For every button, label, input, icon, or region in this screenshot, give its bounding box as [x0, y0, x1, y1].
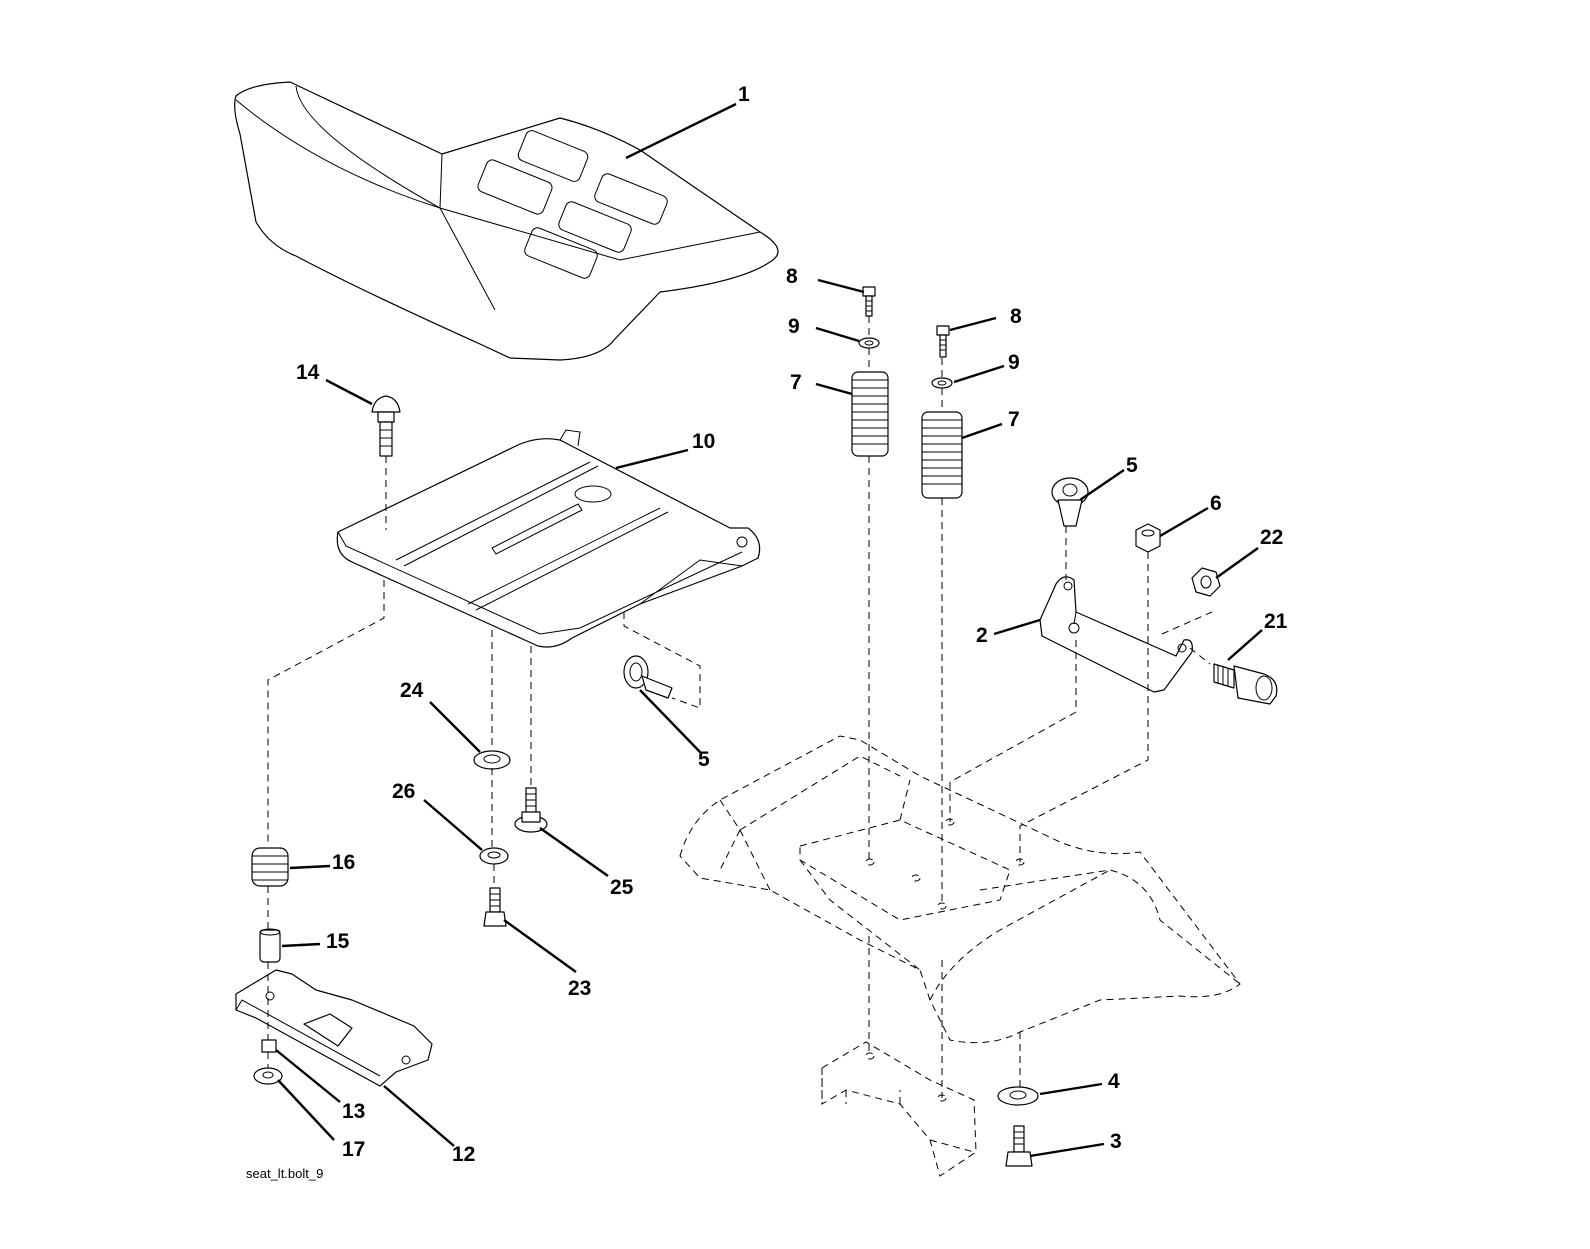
washer-9-left: [858, 337, 880, 349]
callout-12: 12: [452, 1143, 475, 1166]
callout-8-right: 8: [1010, 305, 1022, 328]
diagram-caption: seat_lt.bolt_9: [246, 1166, 323, 1181]
pivot-bracket-12: [235, 969, 433, 1087]
bolt-23: [483, 887, 507, 927]
fender-frame-outline: [679, 735, 1241, 1177]
callout-16: 16: [332, 851, 355, 874]
nut-6: [1135, 523, 1161, 553]
clip-5-upper: [1051, 477, 1089, 527]
shoulder-bolt-21: [1213, 663, 1278, 705]
callout-2: 2: [976, 624, 988, 647]
callout-9-left: 9: [788, 315, 800, 338]
callout-7-left: 7: [790, 371, 802, 394]
callout-9-right: 9: [1008, 351, 1020, 374]
bolt-25: [514, 787, 548, 833]
bolt-3: [1005, 1125, 1033, 1167]
callout-22: 22: [1260, 526, 1283, 549]
bolt-8-right: [936, 325, 950, 358]
callout-8-left: 8: [786, 265, 798, 288]
callout-numbers: 1 2 3 4 5 5 6 7 7 8 8 9 9 10 12 13 14 15…: [296, 83, 1288, 1166]
callout-6: 6: [1210, 492, 1222, 515]
callout-7-right: 7: [1008, 408, 1020, 431]
clip-5-lower: [623, 655, 673, 699]
spring-7-right: [921, 411, 963, 499]
seat-part: [234, 81, 779, 361]
callout-5-lower: 5: [698, 748, 710, 771]
callout-14: 14: [296, 361, 320, 384]
washer-24: [473, 750, 511, 770]
washer-9-right: [931, 377, 953, 389]
callout-3: 3: [1110, 1130, 1122, 1153]
callout-5-upper: 5: [1126, 454, 1138, 477]
callout-26: 26: [392, 780, 415, 803]
callout-10: 10: [692, 430, 715, 453]
washer-4: [997, 1086, 1039, 1106]
seat-pan-part: [336, 429, 761, 648]
callout-17: 17: [342, 1138, 365, 1161]
callout-21: 21: [1264, 610, 1288, 633]
flange-nut-17: [253, 1067, 283, 1085]
carriage-bolt-14: [371, 395, 401, 457]
assembly-dash-lines: [267, 316, 1213, 1098]
leader-lines: [275, 102, 1263, 1158]
callout-13: 13: [342, 1100, 365, 1123]
callout-24: 24: [400, 679, 424, 702]
nut-13: [261, 1039, 277, 1053]
nut-22: [1191, 567, 1221, 597]
spring-7-left: [851, 371, 889, 457]
callout-25: 25: [610, 876, 634, 899]
callout-15: 15: [326, 930, 350, 953]
callout-23: 23: [568, 977, 591, 1000]
spacer-15: [259, 928, 281, 963]
bolt-8-left: [862, 286, 876, 317]
bracket-2: [1039, 576, 1193, 693]
callout-4: 4: [1108, 1070, 1120, 1093]
callout-1: 1: [738, 83, 750, 106]
spring-16: [251, 847, 289, 887]
lockwasher-26: [479, 847, 509, 865]
